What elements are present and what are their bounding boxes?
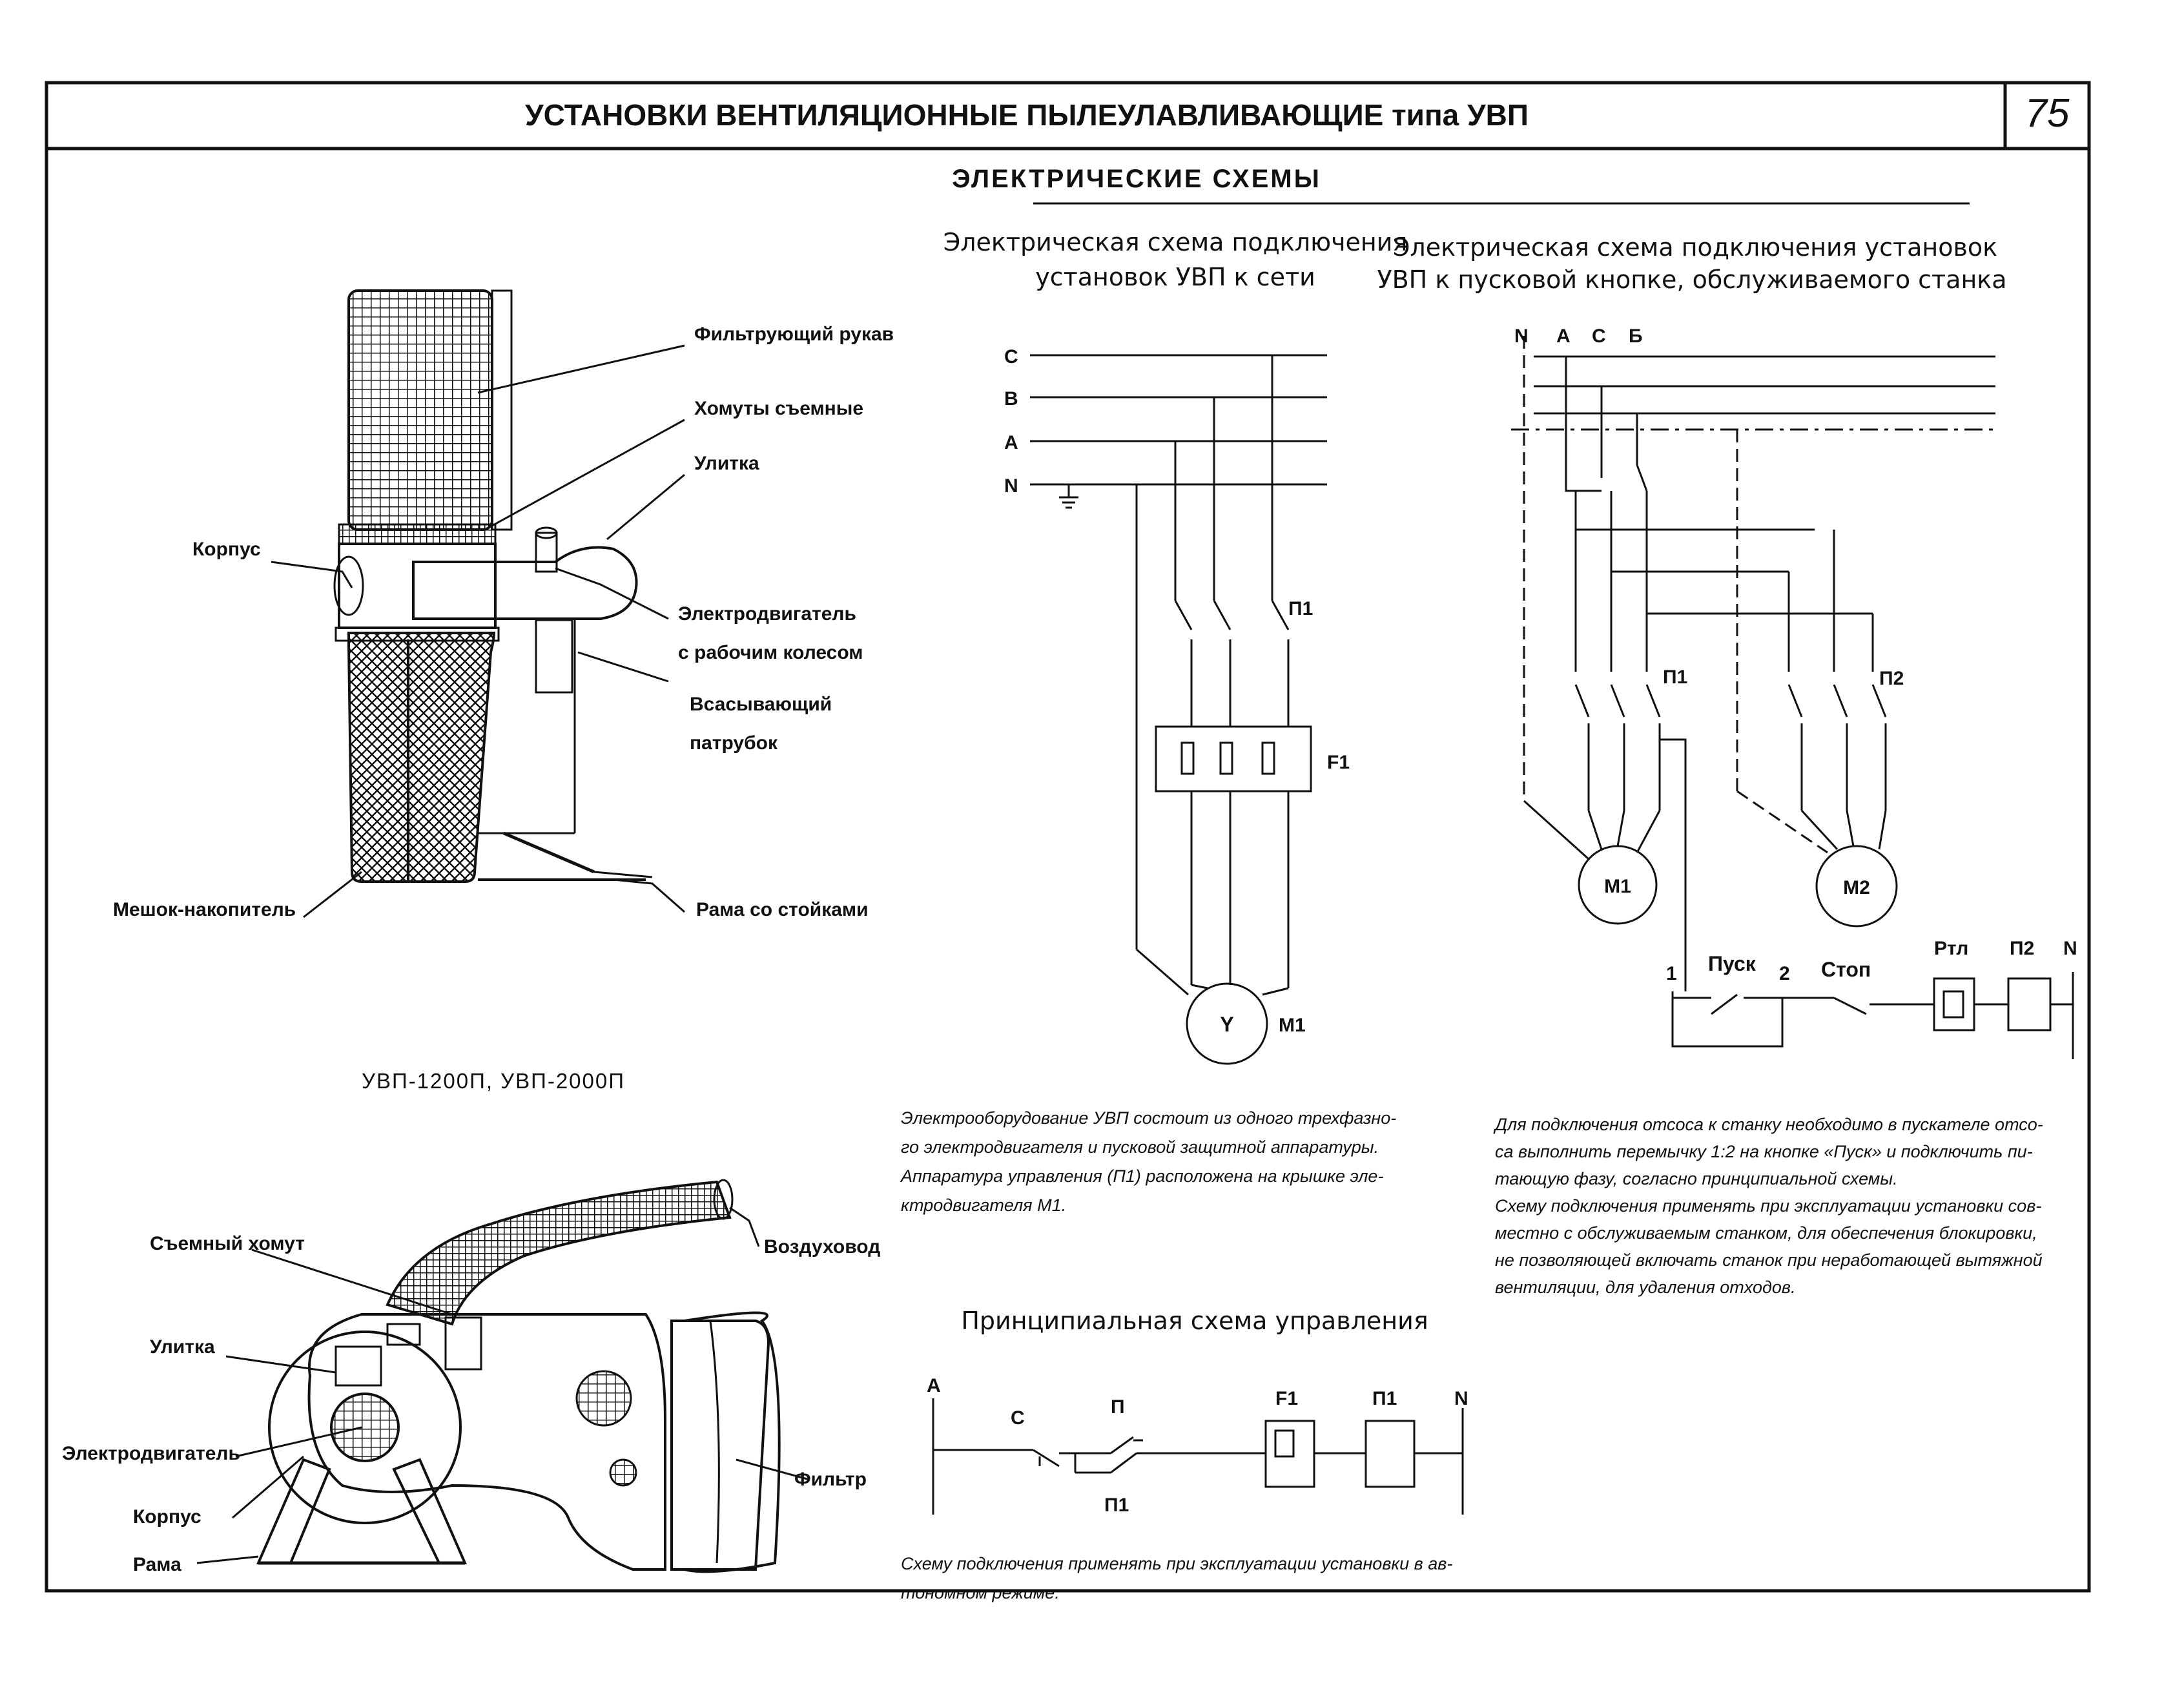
schema-machine-title-2: УВП к пусковой кнопке, обслуживаемого ст… (1377, 265, 2006, 294)
control-contact-p1: П1 (1104, 1495, 1129, 1516)
schema-control-title: Принципиальная схема управления (961, 1307, 1428, 1335)
schema-control-note: Схему подключения применять при эксплуат… (901, 1554, 1452, 1602)
stop-button-label: Стоп (1821, 958, 1871, 981)
label-inlet-1: Всасывающий (690, 694, 832, 715)
header-title: УСТАНОВКИ ВЕНТИЛЯЦИОННЫЕ ПЫЛЕУЛАВЛИВАЮЩИ… (525, 98, 1529, 132)
sheet-frame (45, 81, 2091, 1593)
bus-label-c: C (1004, 346, 1018, 368)
label-bag: Мешок-накопитель (113, 899, 296, 920)
portable-unit-illustration (256, 1179, 781, 1573)
schema-network-title-2: установок УВП к сети (1035, 263, 1315, 291)
control-coil: П1 (1372, 1388, 1397, 1409)
schema-control-wiring (932, 1398, 1464, 1515)
svg-text:тающую фазу, согласно принципи: тающую фазу, согласно принципиальной схе… (1495, 1169, 1898, 1188)
svg-text:не позволяющей включать станок: не позволяющей включать станок при нераб… (1495, 1250, 2043, 1270)
schema-machine-note: Для подключения отсоса к станку необходи… (1493, 1115, 2043, 1297)
schema-machine-wiring (1511, 336, 2074, 1059)
fuse-label: F1 (1327, 752, 1350, 773)
machine-motor-1: М1 (1604, 876, 1631, 897)
machine-bus-c: С (1592, 326, 1606, 347)
svg-text:са выполнить перемычку 1:2 на: са выполнить перемычку 1:2 на кнопке «Пу… (1495, 1142, 2033, 1161)
contactor-label: П1 (1288, 598, 1313, 619)
svg-text:Схему подключения применять пр: Схему подключения применять при эксплуат… (901, 1554, 1452, 1573)
svg-text:вентиляции, для удаления отход: вентиляции, для удаления отходов. (1495, 1278, 1796, 1297)
machine-bus-a: А (1556, 326, 1571, 347)
svg-text:ктродвигателя М1.: ктродвигателя М1. (901, 1196, 1066, 1215)
svg-text:Для подключения отсоса к станк: Для подключения отсоса к станку необходи… (1493, 1115, 2043, 1134)
node-2: 2 (1779, 963, 1790, 984)
label-frame-bottom: Рама (133, 1554, 181, 1575)
motor-symbol: Y (1220, 1013, 1233, 1036)
svg-text:Схему подключения применять пр: Схему подключения применять при эксплуат… (1495, 1196, 2041, 1216)
svg-text:тономном режиме.: тономном режиме. (901, 1583, 1060, 1602)
machine-motor-2: М2 (1843, 877, 1870, 898)
schema-network-note: Электрооборудование УВП состоит из одног… (900, 1108, 1396, 1215)
machine-bus-n: N (1514, 326, 1529, 347)
control-fuse: F1 (1275, 1388, 1298, 1409)
label-frame: Рама со стойками (696, 899, 869, 920)
label-clamps: Хомуты съемные (694, 398, 863, 419)
bus-label-a: A (1004, 432, 1018, 453)
unit-caption: УВП-1200П, УВП-2000П (362, 1069, 625, 1093)
svg-text:Аппаратура управления (П1) рас: Аппаратура управления (П1) расположена н… (900, 1166, 1383, 1186)
schema-machine-title-1: Электрическая схема подключения установо… (1393, 233, 1997, 262)
leader-lines-top (271, 344, 685, 918)
dust-collector-illustration (333, 289, 653, 883)
node-1: 1 (1666, 963, 1677, 984)
label-filter-sleeve: Фильтрующий рукав (694, 324, 894, 345)
svg-text:местно с обслуживаемым станком: местно с обслуживаемым станком, для обес… (1495, 1223, 2037, 1243)
bus-label-n: N (1004, 475, 1018, 497)
control-switch-c: C (1011, 1407, 1025, 1429)
page-number: 75 (2025, 91, 2070, 136)
schema-network-title-1: Электрическая схема подключения (943, 228, 1408, 256)
label-volute: Улитка (694, 453, 759, 474)
svg-text:Электрооборудование УВП состои: Электрооборудование УВП состоит из одног… (901, 1108, 1396, 1128)
start-button-label: Пуск (1708, 952, 1756, 975)
label-clamp: Съемный хомут (150, 1233, 305, 1254)
control-line-a: A (927, 1375, 941, 1396)
label-body: Корпус (192, 539, 261, 560)
label-motor-1: Электродвигатель (678, 603, 856, 625)
label-inlet-2: патрубок (690, 732, 778, 754)
thermal-relay-label: Ртл (1934, 938, 1968, 959)
coil-label: П2 (2010, 938, 2034, 959)
control-line-n: N (1454, 1388, 1468, 1409)
label-volute-bottom: Улитка (150, 1336, 215, 1358)
bus-label-b: B (1004, 388, 1018, 409)
neutral-label: N (2063, 938, 2077, 959)
control-contact-p: П (1111, 1396, 1125, 1418)
svg-text:го электродвигателя и пусковой: го электродвигателя и пусковой защитной … (901, 1137, 1379, 1157)
machine-bus-b: Б (1629, 326, 1643, 347)
section-title: ЭЛЕКТРИЧЕСКИЕ СХЕМЫ (952, 165, 1321, 193)
motor-label: М1 (1279, 1015, 1306, 1036)
machine-contactor-1: П1 (1663, 667, 1687, 688)
label-motor-bottom: Электродвигатель (62, 1443, 240, 1464)
label-filter: Фильтр (794, 1469, 867, 1490)
machine-contactor-2: П2 (1879, 668, 1904, 689)
label-motor-2: с рабочим колесом (678, 642, 863, 663)
schema-network-wiring (1030, 354, 1327, 1065)
label-body-bottom: Корпус (133, 1506, 201, 1527)
leader-lines-bottom (196, 1206, 808, 1564)
label-duct: Воздуховод (764, 1236, 880, 1258)
